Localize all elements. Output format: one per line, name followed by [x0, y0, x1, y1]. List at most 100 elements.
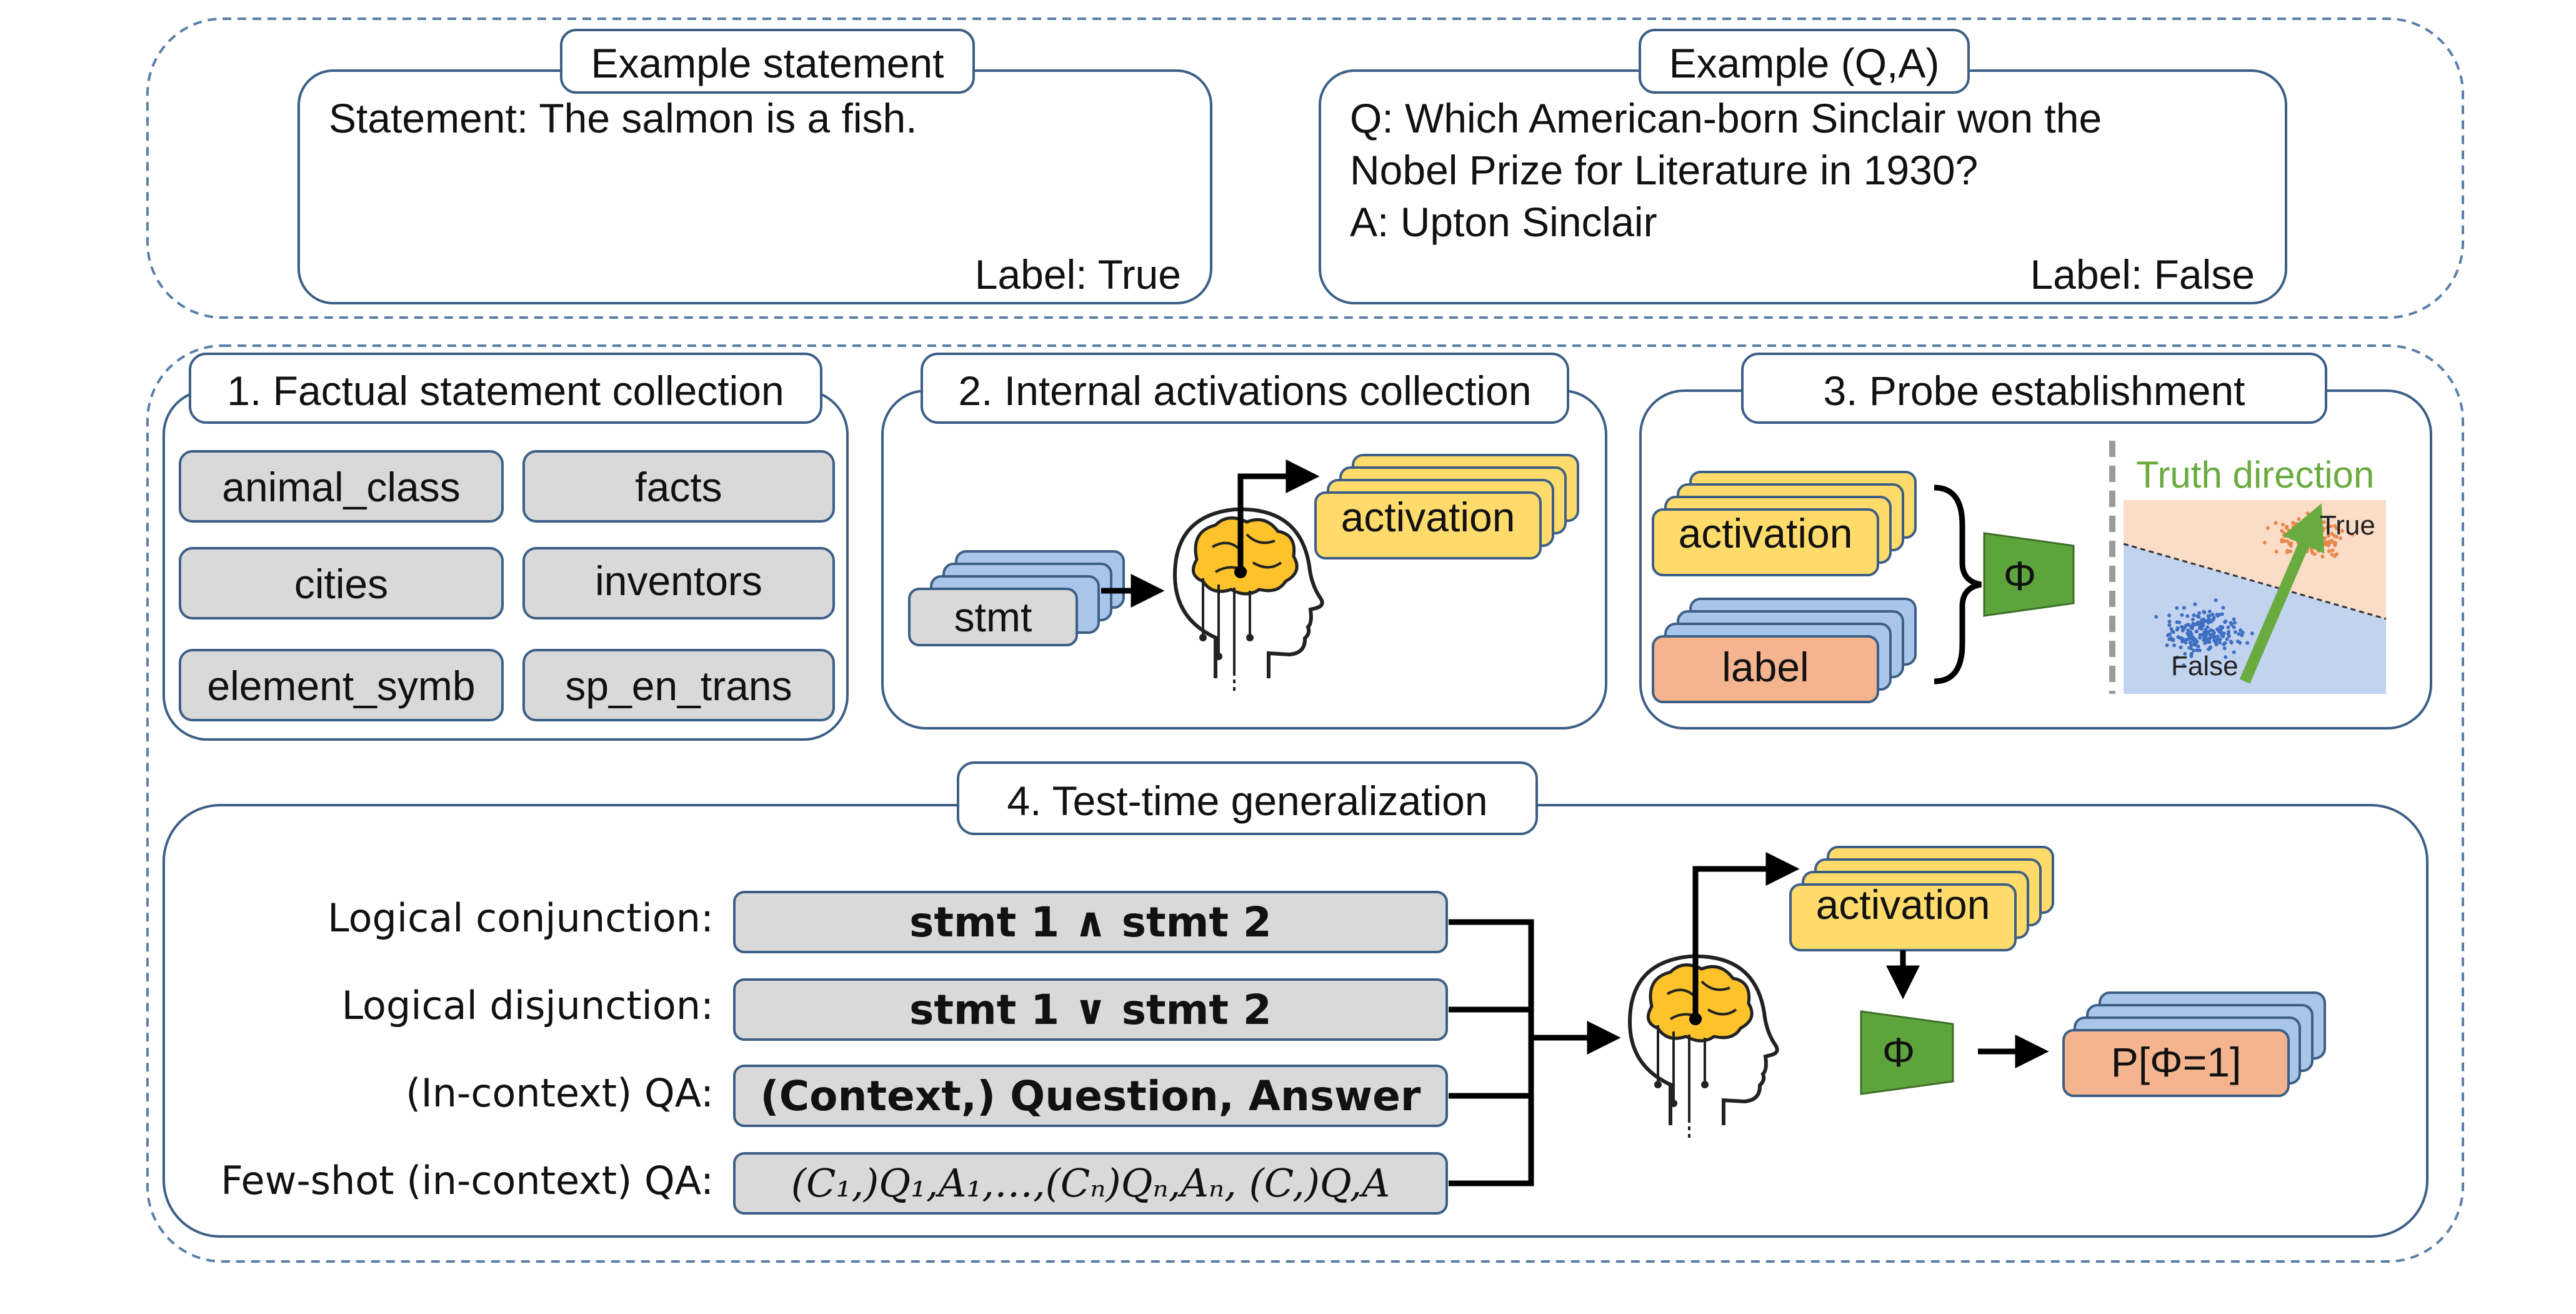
probe-phi-step4-label: Φ — [1882, 1029, 1915, 1075]
scatter-point — [2191, 638, 2195, 643]
truth-direction-label: Truth direction — [2136, 454, 2374, 496]
scatter-point — [2197, 611, 2202, 615]
scatter-point — [2262, 541, 2267, 544]
scatter-point — [2310, 542, 2314, 546]
scatter-point — [2192, 613, 2196, 618]
scatter-point — [2224, 619, 2228, 623]
scatter-point — [2167, 632, 2172, 636]
row-conjunction-label: Logical conjunction: — [327, 895, 714, 941]
dataset-facts — [522, 450, 835, 523]
scatter-point — [2190, 618, 2195, 621]
scatter-point — [2288, 534, 2292, 539]
scatter-point — [2185, 631, 2190, 636]
row-disjunction-content: stmt 1 ∨ stmt 2 — [909, 986, 1272, 1034]
scatter-point — [2229, 621, 2233, 625]
scatter-point — [2197, 648, 2202, 653]
example-qa-line-3: A: Upton Sinclair — [1350, 199, 1657, 245]
scatter-point — [2250, 631, 2254, 636]
scatter-point — [2330, 531, 2334, 536]
scatter-point — [2202, 609, 2206, 614]
scatter-point — [2198, 633, 2202, 637]
output-probability-label: P[Φ=1] — [2111, 1039, 2242, 1085]
scatter-point — [2220, 612, 2224, 616]
scatter-point — [2229, 639, 2233, 644]
model-to-activation-arrow-step4 — [1692, 852, 1800, 1019]
scatter-point — [2219, 628, 2222, 633]
activation-label-step4: activation — [1816, 881, 1990, 928]
scatter-point — [2180, 638, 2184, 642]
row-qa-label: (In-context) QA: — [406, 1070, 714, 1116]
scatter-point — [2297, 528, 2301, 532]
activation-stack-step3 — [1652, 471, 1917, 576]
scatter-point — [2190, 624, 2195, 628]
scatter-point — [2227, 629, 2231, 634]
scatter-point — [2197, 615, 2201, 619]
scatter-point — [2232, 650, 2236, 654]
step1-tab — [189, 353, 822, 424]
row-fewshot-content: (C₁,)Q₁,A₁,…,(Cₙ)Qₙ,Aₙ, (C,)Q,A — [791, 1160, 1390, 1206]
scatter-point — [2191, 635, 2195, 639]
scatter-point — [2186, 628, 2190, 633]
scatter-point — [2206, 619, 2210, 624]
dataset-inventors — [522, 547, 835, 619]
scatter-point — [2310, 548, 2314, 553]
scatter-point — [2265, 526, 2270, 530]
scatter-point — [2189, 632, 2194, 636]
probe-phi-step3-label: Φ — [2004, 553, 2037, 599]
activation-stack-step4 — [1789, 846, 2054, 951]
scatter-point — [2282, 531, 2287, 536]
step2-tab — [921, 353, 1569, 424]
scatter-point — [2339, 536, 2342, 540]
scatter-point — [2334, 541, 2338, 545]
dataset-cities — [179, 547, 504, 619]
dataset-animal-class-label: animal_class — [222, 464, 461, 510]
scatter-point — [2327, 534, 2330, 538]
dataset-inventors-label: inventors — [595, 558, 762, 604]
scatter-point — [2221, 606, 2225, 610]
scatter-point — [2180, 624, 2184, 629]
scatter-point — [2237, 632, 2241, 636]
scatter-point — [2209, 633, 2212, 637]
pipeline-region — [146, 344, 2464, 1263]
merge-connector — [1449, 919, 1534, 1186]
scatter-point — [2194, 643, 2198, 647]
step2-title: 2. Internal activations collection — [958, 368, 1531, 414]
dataset-sp-en-trans-label: sp_en_trans — [565, 663, 792, 709]
scatter-point — [2207, 647, 2211, 651]
example-qa-line-1: Q: Which American-born Sinclair won the — [1350, 95, 2102, 141]
scatter-point — [2176, 635, 2180, 639]
scatter-point — [2215, 634, 2220, 639]
scatter-point — [2218, 641, 2222, 645]
scatter-point — [2332, 534, 2337, 538]
example-statement-tab — [560, 29, 975, 94]
scatter-point — [2245, 641, 2250, 645]
model-to-activation-arrow — [1237, 459, 1320, 572]
scatter-point — [2327, 542, 2331, 546]
scatter-point — [2212, 616, 2216, 620]
scatter-point — [2333, 554, 2337, 558]
scatter-point — [2167, 619, 2172, 624]
scatter-point — [2232, 625, 2236, 629]
row-conjunction-content: stmt 1 ∧ stmt 2 — [909, 898, 1272, 946]
example-qa-line-2: Nobel Prize for Literature in 1930? — [1350, 147, 1978, 193]
scatter-point — [2222, 642, 2226, 646]
scatter-point — [2198, 636, 2202, 640]
true-cluster-label: True — [2320, 510, 2375, 541]
combine-brace — [1934, 484, 1982, 685]
scatter-point — [2210, 613, 2215, 617]
dataset-element-symb-label: element_symb — [207, 663, 475, 709]
scatter-point — [2232, 617, 2236, 621]
example-statement-title: Example statement — [591, 40, 944, 86]
scatter-point — [2317, 549, 2321, 553]
scatter-point — [2296, 535, 2300, 539]
probe-phi-step3 — [1983, 532, 2075, 617]
scatter-point — [2192, 648, 2196, 653]
decision-boundary — [2123, 543, 2387, 620]
scatter-point — [2225, 637, 2229, 641]
scatter-point — [2274, 521, 2278, 525]
scatter-point — [2183, 651, 2187, 656]
row-conjunction-box — [733, 891, 1448, 953]
scatter-point — [2171, 630, 2175, 634]
false-cluster-label: False — [2171, 651, 2239, 681]
